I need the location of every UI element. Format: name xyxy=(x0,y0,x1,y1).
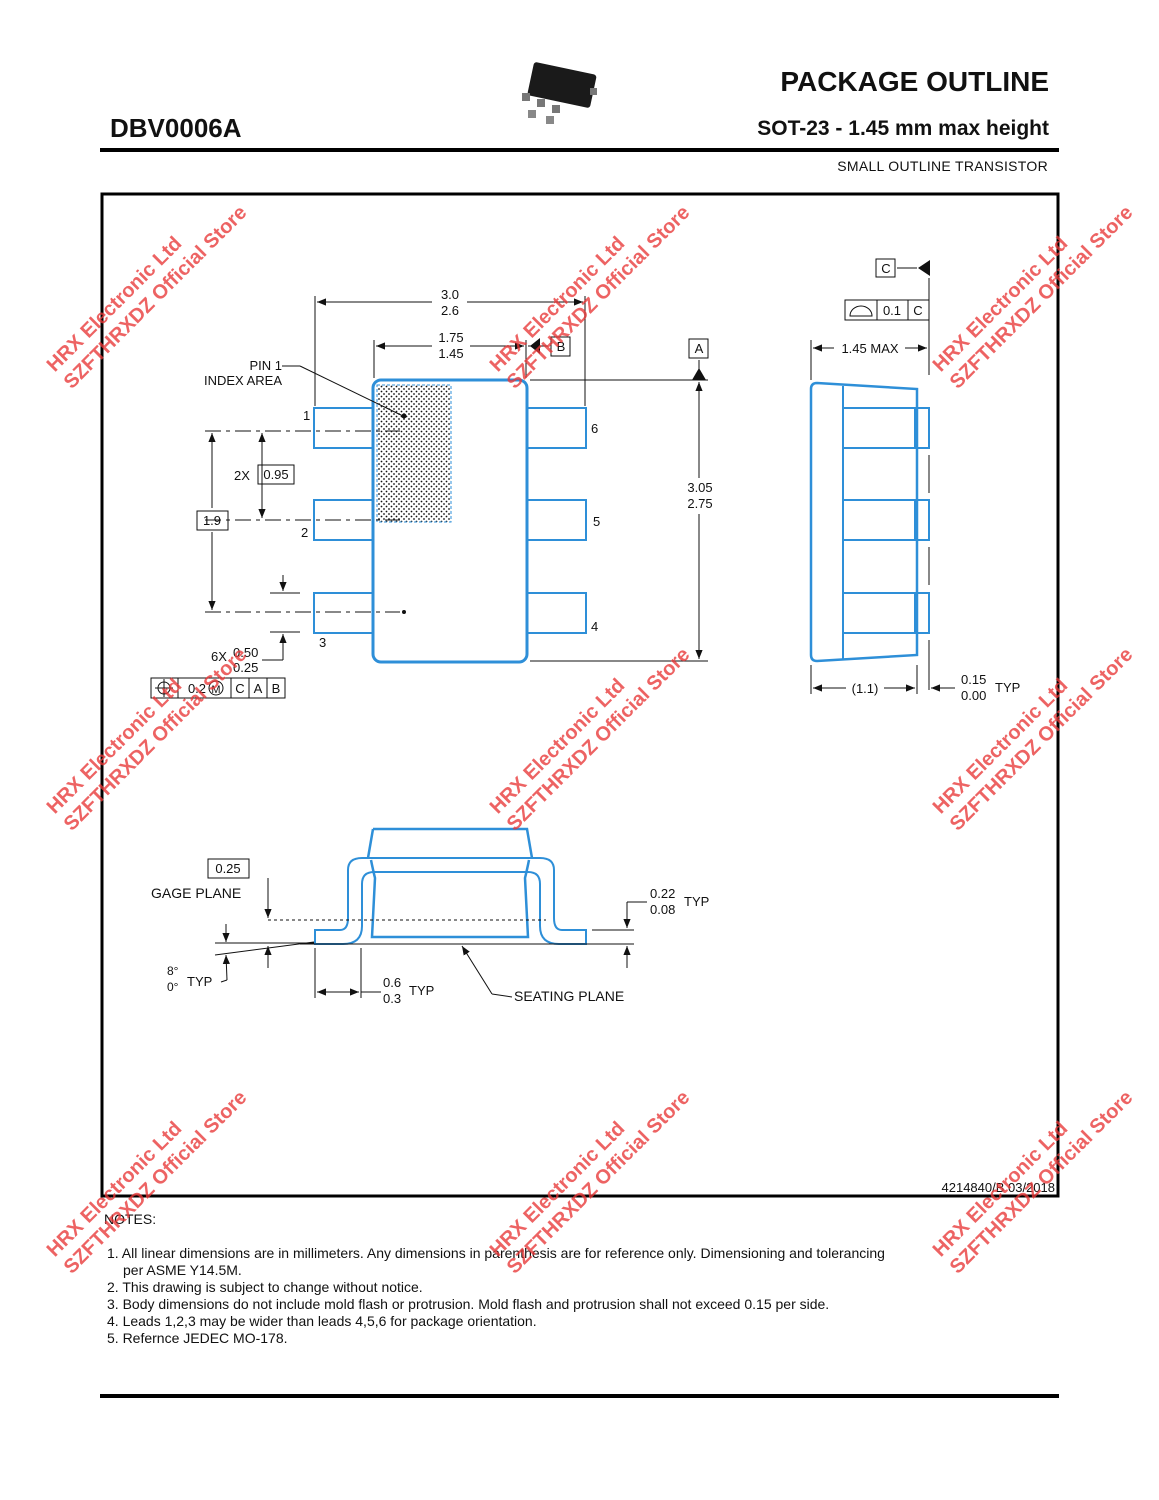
foot-max-label: 0.6 xyxy=(383,975,401,990)
pin-label-3: 3 xyxy=(319,635,326,650)
note-item: 2. This drawing is subject to change wit… xyxy=(107,1279,423,1295)
thickness-min-label: 0.08 xyxy=(650,902,675,917)
note-item: 1. All linear dimensions are in millimet… xyxy=(107,1245,885,1261)
position-modifier-label: M xyxy=(211,684,220,696)
width-max-label: 3.0 xyxy=(441,287,459,302)
footer-rule xyxy=(100,1394,1059,1398)
pin-label-5: 5 xyxy=(593,514,600,529)
gage-plane-label: GAGE PLANE xyxy=(151,885,241,901)
angle-min-label: 0° xyxy=(167,980,179,994)
datum-b-label: B xyxy=(557,339,566,354)
package-thumbnail xyxy=(522,62,597,124)
pin1-index-area xyxy=(376,384,452,523)
flatness-tolerance-label: 0.1 xyxy=(883,303,901,318)
lead-width-min-label: 0.25 xyxy=(233,660,258,675)
thickness-max-label: 0.22 xyxy=(650,886,675,901)
pin1-label-line1: PIN 1 xyxy=(249,358,282,373)
angle-typ-label: TYP xyxy=(187,974,212,989)
body-width-min-label: 1.45 xyxy=(438,346,463,361)
top-view: 3.0 2.6 1.75 1.45 3.05 2.75 PIN 1 INDEX … xyxy=(150,287,713,699)
width-min-label: 2.6 xyxy=(441,303,459,318)
package-subtitle: SOT-23 - 1.45 mm max height xyxy=(757,117,1049,140)
foot-min-label: 0.3 xyxy=(383,991,401,1006)
package-type-label: SMALL OUTLINE TRANSISTOR xyxy=(837,158,1048,174)
position-tolerance-label: 0.2 xyxy=(188,681,206,696)
note-item: 4. Leads 1,2,3 may be wider than leads 4… xyxy=(107,1313,537,1329)
pin-label-1: 1 xyxy=(303,408,310,423)
flatness-ref-label: C xyxy=(913,303,922,318)
package-outline-title: PACKAGE OUTLINE xyxy=(780,66,1049,97)
datum-c-label: C xyxy=(881,261,890,276)
length-min-label: 2.75 xyxy=(687,496,712,511)
pin-label-2: 2 xyxy=(301,525,308,540)
angle-max-label: 8° xyxy=(167,964,179,978)
body-width-max-label: 1.75 xyxy=(438,330,463,345)
part-number: DBV0006A xyxy=(110,113,242,143)
pitch-label: 0.95 xyxy=(263,467,288,482)
pin-label-4: 4 xyxy=(591,619,598,634)
foot-typ-label: TYP xyxy=(409,983,434,998)
notes-title: NOTES: xyxy=(104,1211,157,1227)
side-view: C 0.1 C 1.45 MAX (1.1) 0.15 0.00 TYP xyxy=(809,258,1020,703)
gage-value-label: 0.25 xyxy=(215,861,240,876)
note-item: 3. Body dimensions do not include mold f… xyxy=(107,1296,830,1312)
standoff-max-label: 0.15 xyxy=(961,672,986,687)
note-item: 5. Refernce JEDEC MO-178. xyxy=(107,1330,288,1346)
datum-a-label: A xyxy=(695,341,704,356)
end-view: 0.25 GAGE PLANE 0.22 0.08 TYP 8° 0° TYP … xyxy=(151,827,709,1006)
position-ref-c: C xyxy=(235,681,244,696)
note-item: per ASME Y14.5M. xyxy=(123,1262,242,1278)
pin-label-6: 6 xyxy=(591,421,598,436)
header-rule xyxy=(100,148,1059,152)
standoff-min-label: 0.00 xyxy=(961,688,986,703)
drawing-frame xyxy=(100,192,1060,1198)
document-id: 4214840/B 03/2018 xyxy=(941,1180,1056,1195)
lead-count-label: 6X xyxy=(211,649,227,664)
standoff-typ-label: TYP xyxy=(995,680,1020,695)
pin1-label-line2: INDEX AREA xyxy=(204,373,282,388)
length-max-label: 3.05 xyxy=(687,480,712,495)
seating-plane-label: SEATING PLANE xyxy=(514,988,624,1004)
pin-span-label: 1.9 xyxy=(203,513,221,528)
position-ref-b: B xyxy=(272,681,281,696)
thickness-typ-label: TYP xyxy=(684,894,709,909)
height-max-label: 1.45 MAX xyxy=(841,341,898,356)
lead-width-max-label: 0.50 xyxy=(233,645,258,660)
pitch-count-label: 2X xyxy=(234,468,250,483)
reference-dim-label: (1.1) xyxy=(852,681,879,696)
position-ref-a: A xyxy=(254,681,263,696)
